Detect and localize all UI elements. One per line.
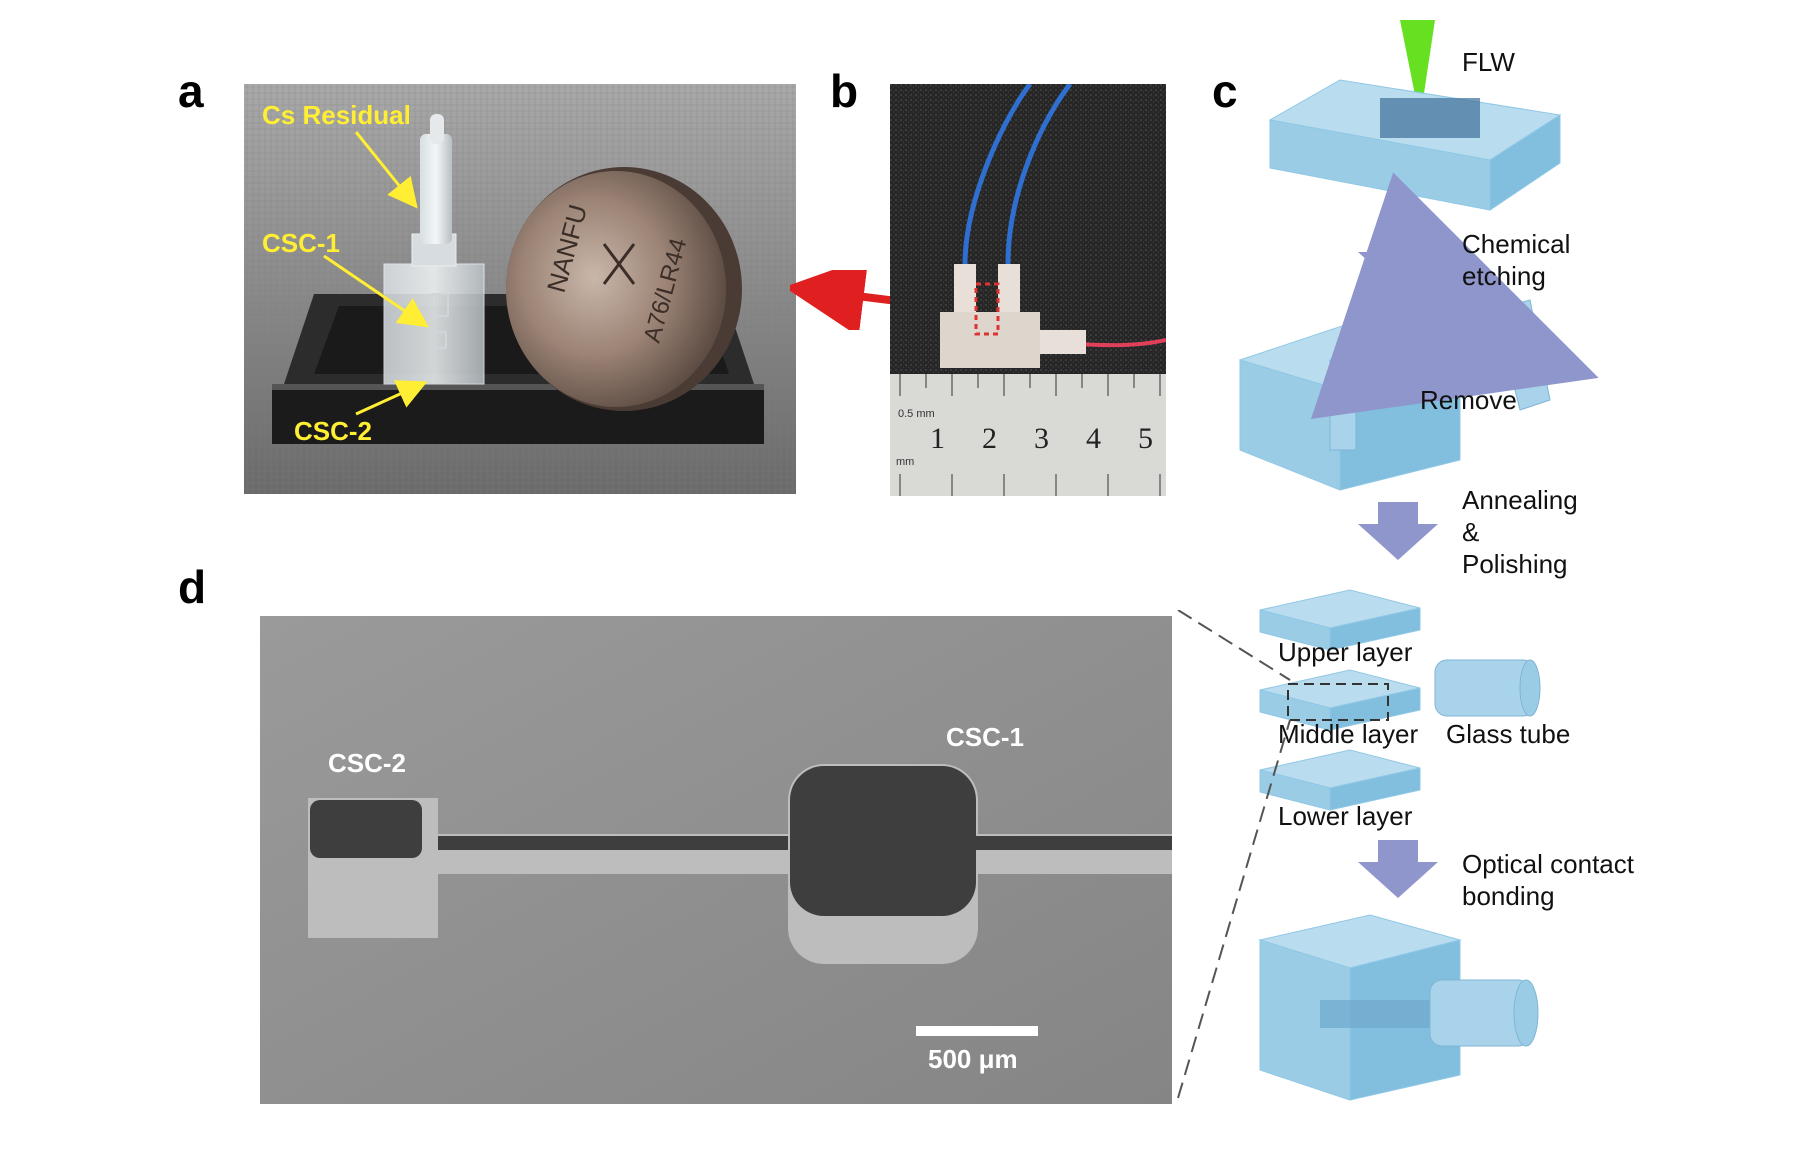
process-arrow-1-icon — [1358, 230, 1438, 288]
label-bonding: bonding — [1462, 881, 1555, 911]
ruler-number-3: 3 — [1034, 422, 1049, 455]
label-optical-contact: Optical contact — [1462, 849, 1634, 879]
label-csc2-a: CSC-2 — [294, 416, 373, 446]
arrow-cs-residual — [354, 131, 418, 209]
panel-letter-c: c — [1212, 65, 1238, 117]
ruler-photo-illustration — [890, 84, 1166, 496]
ruler-number-5: 5 — [1138, 422, 1153, 455]
label-csc1-a: CSC-1 — [262, 228, 341, 258]
label-middle-layer: Middle layer — [1278, 719, 1419, 749]
label-ampersand: & — [1462, 517, 1480, 547]
process-arrow-2-icon — [1358, 502, 1438, 560]
laser-beam-icon — [1400, 20, 1435, 120]
ruler-label-mm: mm — [896, 456, 915, 468]
panel-letter-a: a — [178, 65, 204, 117]
panel-letter-d: d — [178, 561, 207, 613]
label-polishing: Polishing — [1462, 549, 1568, 579]
sem-illustration — [260, 616, 1172, 1104]
label-etching: etching — [1462, 261, 1546, 291]
ruler-label-half-mm: 0.5 mm — [898, 408, 935, 420]
panel-d-sem-image: CSC-2 CSC-1 500 μm — [260, 616, 1172, 1104]
middle-layer-shape — [1259, 669, 1421, 731]
label-remove: Remove — [1420, 385, 1517, 415]
arrow-csc2 — [355, 380, 428, 416]
glass-tube-shape — [1434, 659, 1541, 717]
arrow-csc1 — [323, 254, 429, 328]
panel-letter-b: b — [830, 65, 859, 117]
label-csc1-d: CSC-1 — [946, 722, 1025, 752]
middle-layer-selection-box — [1287, 683, 1389, 721]
upper-layer-shape — [1259, 589, 1421, 651]
label-cs-residual: Cs Residual — [262, 100, 411, 130]
scale-bar-label: 500 μm — [928, 1044, 1018, 1074]
ruler-number-2: 2 — [982, 422, 997, 455]
label-upper-layer: Upper layer — [1278, 637, 1413, 667]
zoom-connector-lines — [1177, 610, 1291, 1099]
label-chemical: Chemical — [1462, 229, 1571, 259]
remove-curved-arrow-icon — [1310, 172, 1599, 420]
flw-glass-slab — [1268, 79, 1562, 211]
panel-a-arrows — [323, 131, 429, 416]
label-glass-tube: Glass tube — [1446, 719, 1571, 749]
label-flw: FLW — [1462, 47, 1515, 77]
ruler-number-1: 1 — [930, 422, 945, 455]
lower-layer-shape — [1259, 749, 1421, 811]
process-flow-diagram — [1238, 20, 1599, 1101]
bonded-device-shape — [1258, 914, 1539, 1101]
label-lower-layer: Lower layer — [1278, 801, 1413, 831]
scale-bar-line — [916, 1026, 1038, 1036]
process-arrow-3-icon — [1358, 840, 1438, 898]
ruler-number-4: 4 — [1086, 422, 1101, 455]
label-annealing: Annealing — [1462, 485, 1578, 515]
panel-b-photo: 0.5 mm mm 1 2 3 4 5 — [890, 84, 1166, 496]
label-csc2-d: CSC-2 — [328, 748, 407, 778]
